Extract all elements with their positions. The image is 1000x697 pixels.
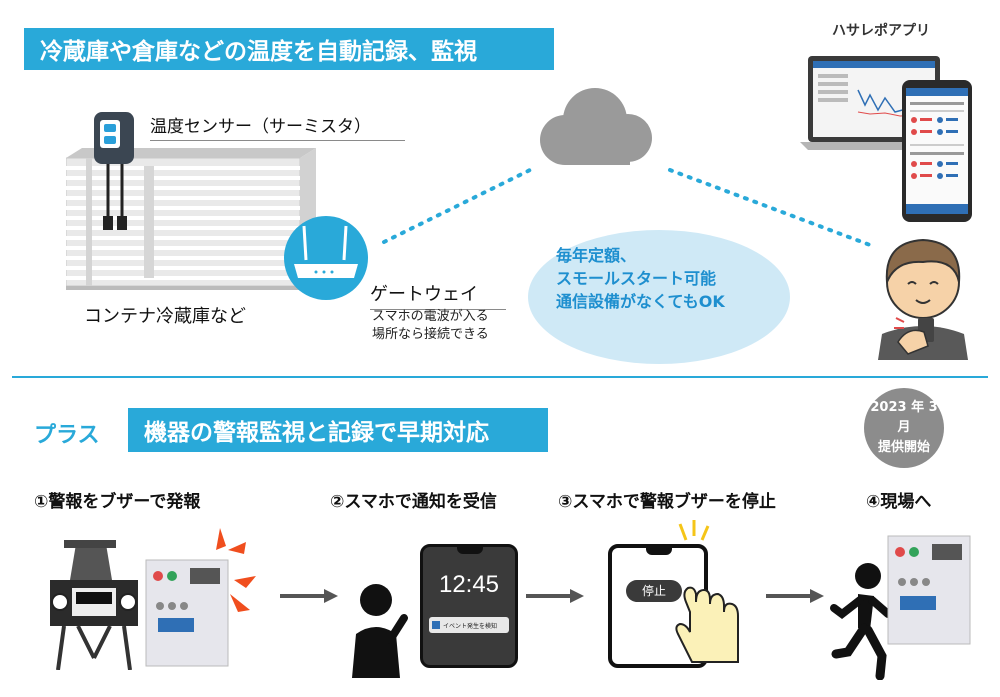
section-divider <box>12 376 988 378</box>
flow-arrow-2 <box>526 589 584 603</box>
flow-arrow-3 <box>766 589 824 603</box>
container-illustration <box>66 148 316 290</box>
gateway-icon <box>284 216 368 300</box>
bubble-line2: スモールスタート可能 <box>556 269 717 288</box>
cloud-icon <box>540 88 652 165</box>
badge-line1: 2023 年 3 月 <box>870 400 938 435</box>
benefits-bubble: 毎年定額、 スモールスタート可能 通信設備がなくてもOK <box>528 230 790 364</box>
step-4-label: ④現場へ <box>866 492 932 512</box>
bottom-banner-title: 機器の警報監視と記録で早期対応 <box>144 420 489 446</box>
notification-card[interactable]: イベント発生を検知 <box>429 617 509 633</box>
top-banner-title: 冷蔵庫や倉庫などの温度を自動記録、監視 <box>40 39 477 65</box>
flow-arrow-1 <box>280 589 338 603</box>
plus-label: プラス <box>34 423 100 448</box>
bottom-banner: 機器の警報監視と記録で早期対応 <box>128 408 548 452</box>
phone-notch <box>457 546 483 554</box>
gateway-note-line2: 場所なら接続できる <box>372 327 489 342</box>
gateway-label: ゲートウェイ <box>370 280 506 310</box>
gateway-note-line1: スマホの電波が入る <box>372 309 489 324</box>
stop-button[interactable]: 停止 <box>626 580 682 602</box>
sensor-label: 温度センサー（サーミスタ） <box>150 112 405 141</box>
phone-time: 12:45 <box>438 571 500 598</box>
app-devices-illustration <box>800 56 972 222</box>
step-2-label: ②スマホで通知を受信 <box>330 492 497 512</box>
alarm-machines-illustration <box>50 528 256 670</box>
running-person-icon <box>830 563 892 680</box>
app-label: ハサレポアプリ <box>832 23 930 39</box>
destination-machine-icon <box>887 535 971 645</box>
phone-notification: 12:45 イベント発生を検知 <box>420 544 518 668</box>
container-label: コンテナ冷蔵庫など <box>84 306 246 327</box>
tap-hand-icon <box>675 520 739 663</box>
user-with-phone-illustration <box>878 238 968 360</box>
notification-app-icon <box>432 621 440 629</box>
person-icon <box>352 584 408 678</box>
release-badge: 2023 年 3 月 提供開始 <box>864 388 944 468</box>
badge-line2: 提供開始 <box>877 440 930 455</box>
temperature-sensor-icon <box>94 112 134 164</box>
phone-notch-2 <box>646 547 672 555</box>
bubble-line1: 毎年定額、 <box>556 246 637 265</box>
gateway-note: スマホの電波が入る 場所なら接続できる <box>372 308 489 344</box>
step-1-label: ①警報をブザーで発報 <box>34 492 201 512</box>
step-3-label: ③スマホで警報ブザーを停止 <box>558 492 776 512</box>
top-banner: 冷蔵庫や倉庫などの温度を自動記録、監視 <box>24 28 554 70</box>
bubble-line3: 通信設備がなくてもOK <box>556 292 725 311</box>
connection-lines <box>382 168 872 247</box>
notification-text: イベント発生を検知 <box>443 622 498 630</box>
